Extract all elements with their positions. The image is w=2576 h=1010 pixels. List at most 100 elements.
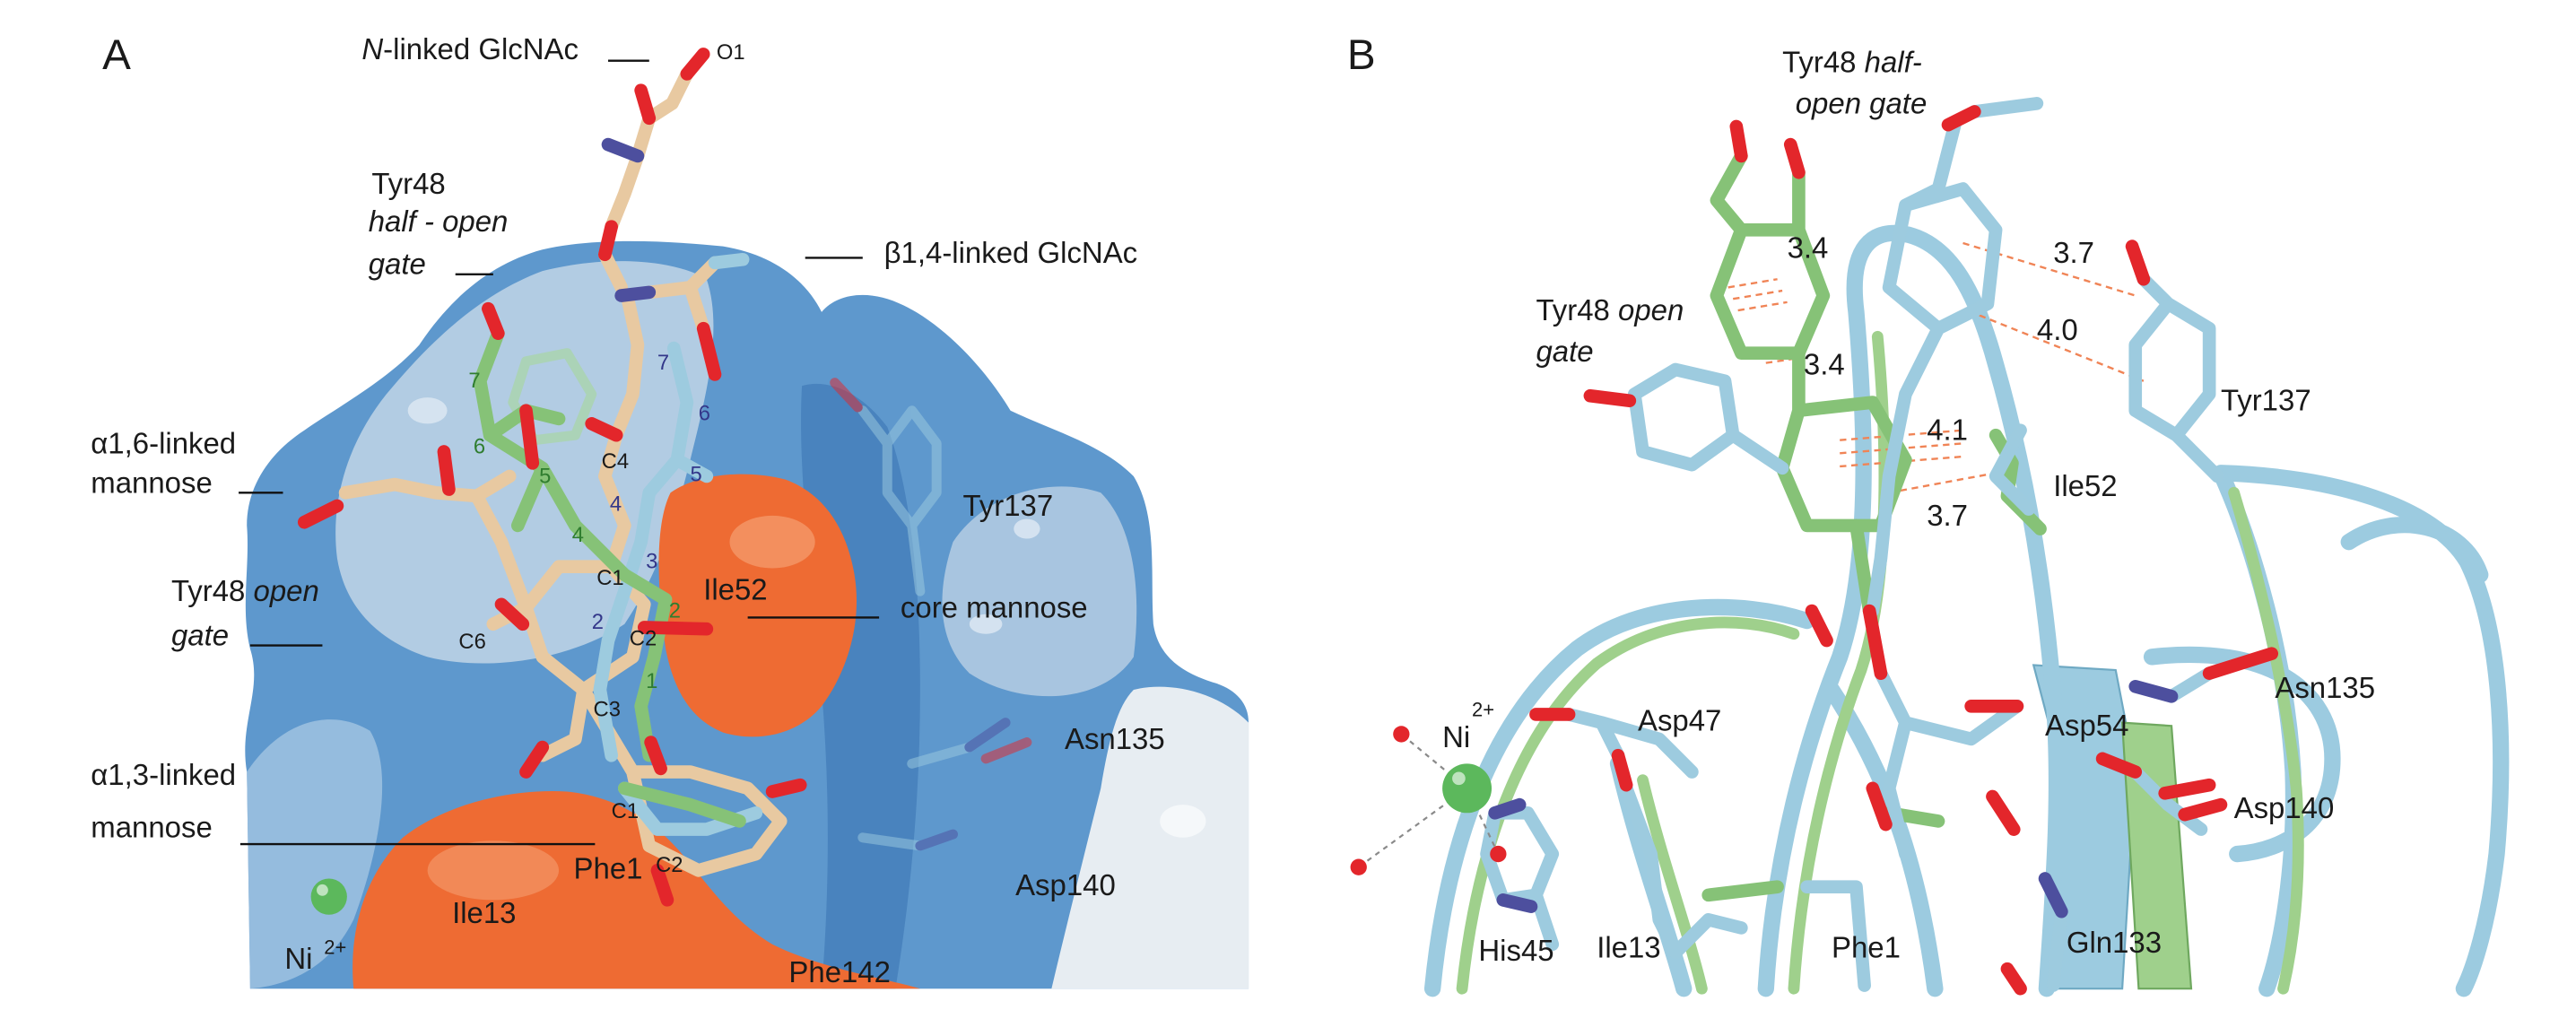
tyr48-half-italic: half- — [1865, 46, 1922, 79]
tyr137-label: Tyr137 — [962, 489, 1053, 522]
atom-label: C4 — [602, 449, 629, 474]
surface-highlight — [969, 614, 1003, 634]
alpha16-line1: α1,6-linked — [91, 426, 236, 459]
tyr48-open-line1: Tyr48 open — [1536, 293, 1684, 327]
ile52-label: Ile52 — [703, 572, 767, 605]
nitrogen-bonds — [601, 137, 657, 302]
tyr48-open-ring-ghost — [508, 348, 597, 446]
nickel-highlight — [317, 884, 328, 896]
asp140-label: Asp140 — [2234, 791, 2335, 824]
nickel-ion — [1442, 763, 1493, 814]
panel-b: B Tyr48 half- open gate Tyr48 open gate 3.… — [1347, 31, 2510, 997]
atom-label: 2 — [669, 598, 681, 623]
atom-label: C3 — [594, 697, 621, 721]
atom-label: C1 — [596, 566, 623, 590]
tyr48-open-prefix: Tyr48 — [1536, 293, 1609, 327]
tyr48-open-line2: gate — [1536, 335, 1593, 368]
atom-label: 4 — [610, 492, 622, 516]
ni-charge-label: 2+ — [324, 936, 346, 959]
panel-letter-b: B — [1347, 31, 1376, 79]
tyr48-half-prefix: Tyr48 — [1782, 46, 1856, 79]
tyr137-sticks — [857, 405, 942, 596]
tyr48-open-italic: open — [254, 574, 319, 607]
tyr48-half-line1: Tyr48 half- — [1782, 46, 1922, 79]
his45-label: His45 — [1478, 934, 1553, 967]
atom-label: C1 — [612, 799, 639, 823]
asn135-sticks — [857, 742, 975, 851]
surface-highlight — [427, 840, 560, 901]
distance-label: 4.0 — [2037, 313, 2078, 346]
tyr48-open-italic: open — [1618, 293, 1684, 327]
ribbon-green — [1456, 330, 2304, 995]
nitrogen-bonds — [1488, 679, 2179, 919]
surface-light-region — [942, 486, 1137, 697]
n-linked-italic: N — [361, 32, 383, 65]
asp47-label: Asp47 — [1638, 704, 1721, 737]
phe1-label: Phe1 — [574, 852, 643, 885]
buried-residues — [830, 378, 1032, 851]
gln133-label: Gln133 — [2067, 926, 2162, 959]
distance-label: 3.4 — [1804, 347, 1845, 380]
ni-label: Ni — [1442, 720, 1470, 753]
surface-highlight — [1160, 805, 1206, 838]
atom-label: 3 — [646, 549, 657, 573]
panel-letter-a: A — [102, 31, 131, 79]
atom-label: 6 — [699, 402, 710, 426]
asn135-oxygen — [980, 737, 1032, 764]
surface-highlight — [407, 397, 448, 424]
alpha13-line1: α1,3-linked — [91, 758, 236, 791]
alpha13-line2: mannose — [91, 811, 213, 844]
asp140-label: Asp140 — [1015, 868, 1116, 901]
ni-label: Ni — [284, 942, 312, 975]
distance-label: 3.7 — [1927, 499, 1968, 532]
tyr48-half-line2: open gate — [1796, 86, 1928, 119]
asp54-label: Asp54 — [2045, 709, 2128, 742]
surface-highlight — [729, 515, 815, 569]
nickel-highlight — [1452, 771, 1466, 786]
asn135-label: Asn135 — [1065, 722, 1165, 755]
nickel-ion — [310, 878, 347, 915]
tyr48-open-prefix: Tyr48 — [171, 574, 245, 607]
panel-a: 7 6 5 4 C4 7 6 5 4 3 C1 2 C2 2 1 C3 C6 C… — [91, 31, 1249, 989]
atom-label: C2 — [656, 853, 683, 877]
ile52-label: Ile52 — [2053, 469, 2117, 502]
distance-label: 3.4 — [1788, 231, 1829, 264]
atom-label: 5 — [539, 464, 551, 488]
surface-white-region — [1051, 686, 1249, 989]
n-linked-glcnac-label: N-linked GlcNAc — [361, 32, 579, 65]
atom-label: C2 — [630, 627, 657, 651]
n-linked-rest: -linked GlcNAc — [383, 32, 579, 65]
tyr48-open-line1: Tyr48 open — [171, 574, 319, 607]
tyr48-half-open-line3: gate — [369, 248, 426, 281]
ile13-label: Ile13 — [452, 896, 516, 929]
asn135-label: Asn135 — [2275, 671, 2375, 704]
ni-charge-label: 2+ — [1472, 698, 1494, 720]
asn135-nitrogen — [915, 718, 1011, 851]
phe1-label: Phe1 — [1832, 930, 1901, 963]
phe142-label: Phe142 — [788, 955, 891, 988]
atom-label: 7 — [657, 351, 669, 375]
tyr48-half-open-line1: Tyr48 — [371, 167, 445, 200]
tyr137-label: Tyr137 — [2221, 384, 2311, 417]
alpha16-line2: mannose — [91, 466, 213, 499]
beta14-glcnac-label: β1,4-linked GlcNAc — [884, 236, 1138, 269]
atom-label: 7 — [468, 369, 480, 393]
tyr48-half-open-line2: half - open — [369, 205, 509, 238]
oxygen-bonds — [297, 48, 807, 907]
surface-light-region — [247, 719, 383, 989]
surface-highlight — [1014, 518, 1040, 539]
oxygen-bonds — [1529, 105, 2279, 996]
blue-carbon-bonds — [1480, 97, 2224, 992]
core-mannose-label: core mannose — [901, 590, 1088, 623]
atom-label: 4 — [572, 523, 584, 547]
water-molecule — [1490, 845, 1507, 863]
tyr48-open-line2: gate — [171, 619, 229, 652]
distance-label: 3.7 — [2053, 236, 2094, 269]
tyr137-oxygen — [830, 378, 863, 413]
distance-label: 4.1 — [1927, 414, 1968, 447]
atom-label: 6 — [474, 434, 485, 458]
atom-label: C6 — [458, 630, 485, 654]
tyr48-half-open-bonds — [593, 252, 763, 836]
atom-label: 5 — [691, 462, 702, 486]
